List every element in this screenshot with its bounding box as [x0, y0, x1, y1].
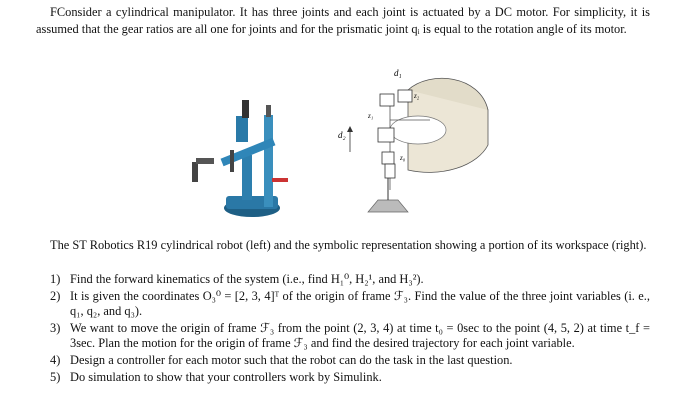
question-text: We want to move the origin of frame ℱ₃ f… — [70, 320, 650, 351]
workspace-diagram — [347, 77, 489, 213]
label-z0: z₀ — [399, 154, 406, 162]
label-z1: z₁ — [367, 112, 373, 120]
question-text: It is given the coordinates O₃⁰ = [2, 3,… — [70, 288, 650, 319]
question-item: 1) Find the forward kinematics of the sy… — [50, 272, 650, 288]
question-item: 3) We want to move the origin of frame ℱ… — [50, 321, 650, 352]
question-number: 4) — [50, 352, 61, 367]
question-text: Design a controller for each motor such … — [70, 352, 513, 367]
intro-paragraph: FConsider a cylindrical manipulator. It … — [36, 5, 650, 36]
r19-robot-photo — [192, 100, 288, 217]
question-number: 2) — [50, 288, 61, 303]
question-item: 5) Do simulation to show that your contr… — [50, 370, 650, 386]
question-item: 2) It is given the coordinates O₃⁰ = [2,… — [50, 289, 650, 320]
label-z2: z₂ — [413, 92, 420, 100]
question-item: 4) Design a controller for each motor su… — [50, 353, 650, 369]
label-d1: d₁ — [394, 68, 402, 78]
label-d2: d₂ — [338, 130, 346, 140]
question-text: Do simulation to show that your controll… — [70, 369, 382, 384]
question-number: 5) — [50, 369, 61, 384]
question-number: 1) — [50, 272, 61, 286]
question-text: Find the forward kinematics of the syste… — [70, 272, 424, 286]
question-number: 3) — [50, 320, 61, 335]
robot-figure: d₁ d₂ z₂ z₁ z₀ — [192, 68, 489, 217]
question-list: 1) Find the forward kinematics of the sy… — [50, 272, 650, 386]
figure-caption: The ST Robotics R19 cylindrical robot (l… — [50, 238, 647, 252]
